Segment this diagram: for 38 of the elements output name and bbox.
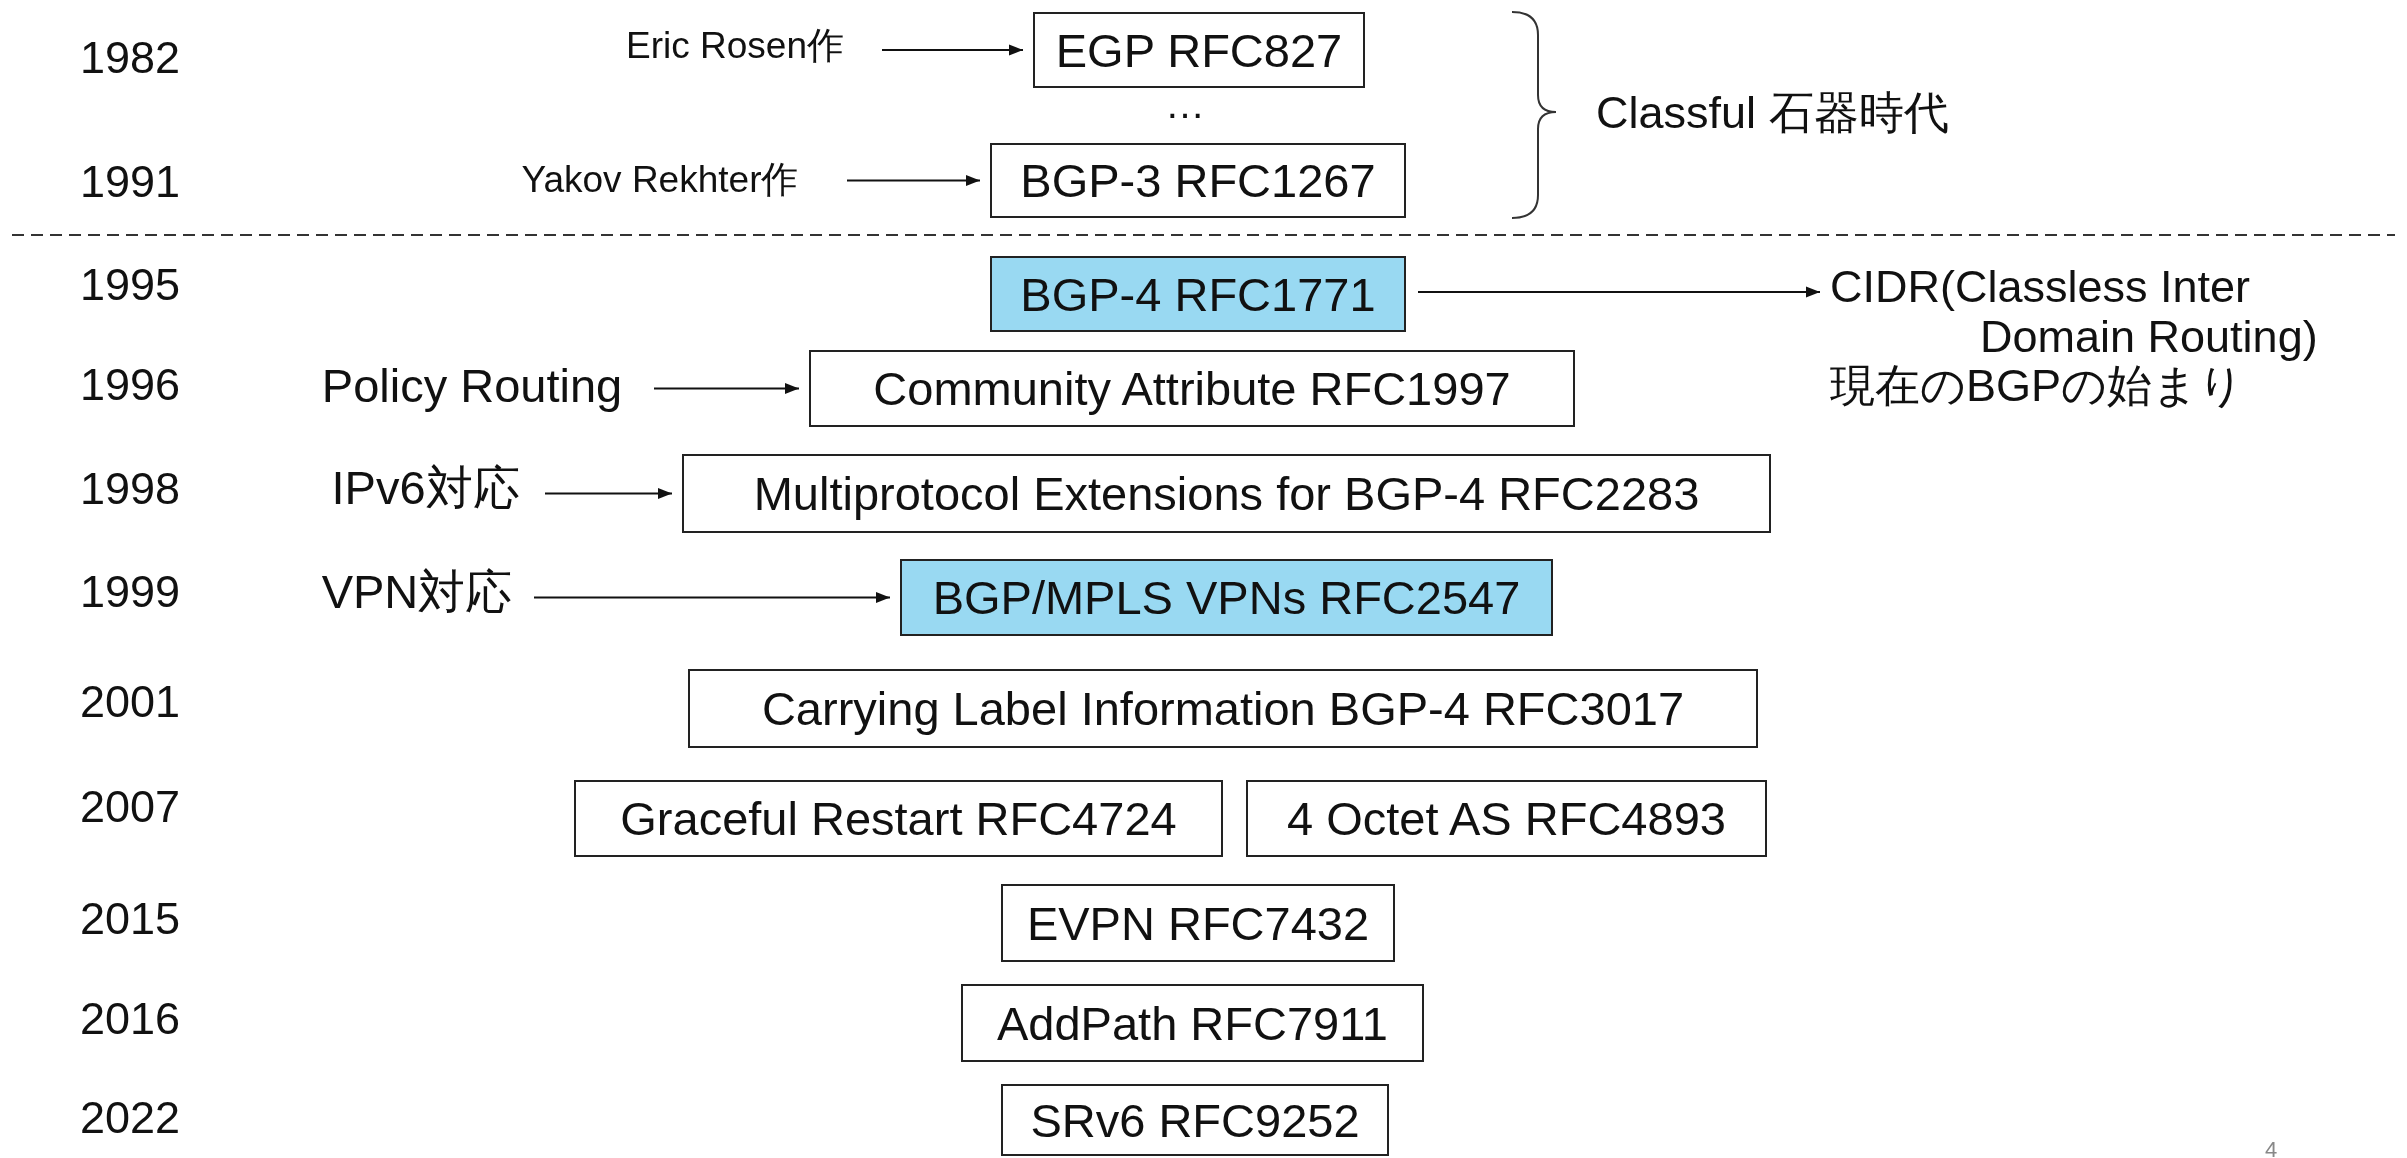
arrow [653, 382, 800, 395]
rfc-box: SRv6 RFC9252 [1001, 1084, 1389, 1156]
year-label: 1998 [80, 465, 181, 511]
rfc-box: BGP-3 RFC1267 [990, 143, 1406, 218]
rfc-box: AddPath RFC7911 [961, 984, 1424, 1062]
year-label: 1999 [80, 568, 181, 614]
year-label: 1995 [80, 261, 181, 307]
annotation-text: IPv6対応 [318, 458, 533, 518]
highlighted-rfc-box: BGP/MPLS VPNs RFC2547 [900, 559, 1553, 636]
rfc-box: Community Attribute RFC1997 [809, 350, 1575, 427]
annotation-text: Yakov Rekhter作 [485, 152, 835, 208]
era-label: Classful 石器時代 [1596, 89, 1949, 135]
annotation-text: Eric Rosen作 [600, 18, 870, 74]
year-label: 1991 [80, 158, 181, 204]
rfc-box: EGP RFC827 [1033, 12, 1365, 88]
description: CIDR(Classless Inter Domain Routing) [1830, 262, 2319, 361]
arrow [846, 174, 981, 187]
rfc-box: Carrying Label Information BGP-4 RFC3017 [688, 669, 1758, 748]
page-number: 4 [2265, 1139, 2278, 1158]
year-label: 2016 [80, 995, 181, 1041]
rfc-box: Multiprotocol Extensions for BGP-4 RFC2283 [682, 454, 1771, 533]
annotation-text: VPN対応 [312, 562, 522, 622]
year-label: 2022 [80, 1094, 181, 1140]
arrow [881, 44, 1024, 56]
rfc-box: EVPN RFC7432 [1001, 884, 1395, 962]
arrow [1417, 286, 1821, 298]
rfc-box: Graceful Restart RFC4724 [574, 780, 1223, 857]
arrow [544, 487, 673, 500]
year-label: 1982 [80, 34, 181, 80]
note: 現在のBGPの始まり [1830, 361, 2245, 411]
year-label: 2007 [80, 783, 181, 829]
highlighted-rfc-box: BGP-4 RFC1771 [990, 256, 1406, 332]
year-label: 2001 [80, 678, 181, 724]
annotation-text: Policy Routing [302, 355, 642, 415]
arrow [533, 591, 891, 604]
rfc-box: 4 Octet AS RFC4893 [1246, 780, 1767, 857]
year-label: 2015 [80, 895, 181, 941]
year-label: 1996 [80, 361, 181, 407]
